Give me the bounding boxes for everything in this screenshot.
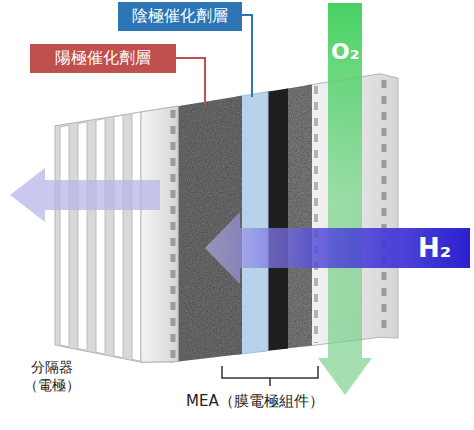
- callout-text: 陰極催化劑層: [132, 6, 228, 27]
- leader-line: [242, 15, 252, 97]
- part-label: MEA（膜電極組件）: [186, 392, 324, 412]
- flow-arrow: [10, 168, 160, 222]
- callout-text: 陽極催化劑層: [55, 48, 151, 69]
- flow-arrow: [318, 3, 372, 395]
- leader-line: [176, 58, 205, 104]
- gas-label: H₂: [418, 232, 451, 266]
- callout-box: 陰極催化劑層: [118, 2, 242, 31]
- bracket: [222, 366, 318, 386]
- flow-arrow: [205, 212, 470, 284]
- separator-plate: [55, 106, 178, 362]
- callout-box: 陽極催化劑層: [30, 44, 176, 73]
- part-label: 分隔器 （電極）: [10, 358, 94, 394]
- gas-label: O₂: [331, 38, 359, 67]
